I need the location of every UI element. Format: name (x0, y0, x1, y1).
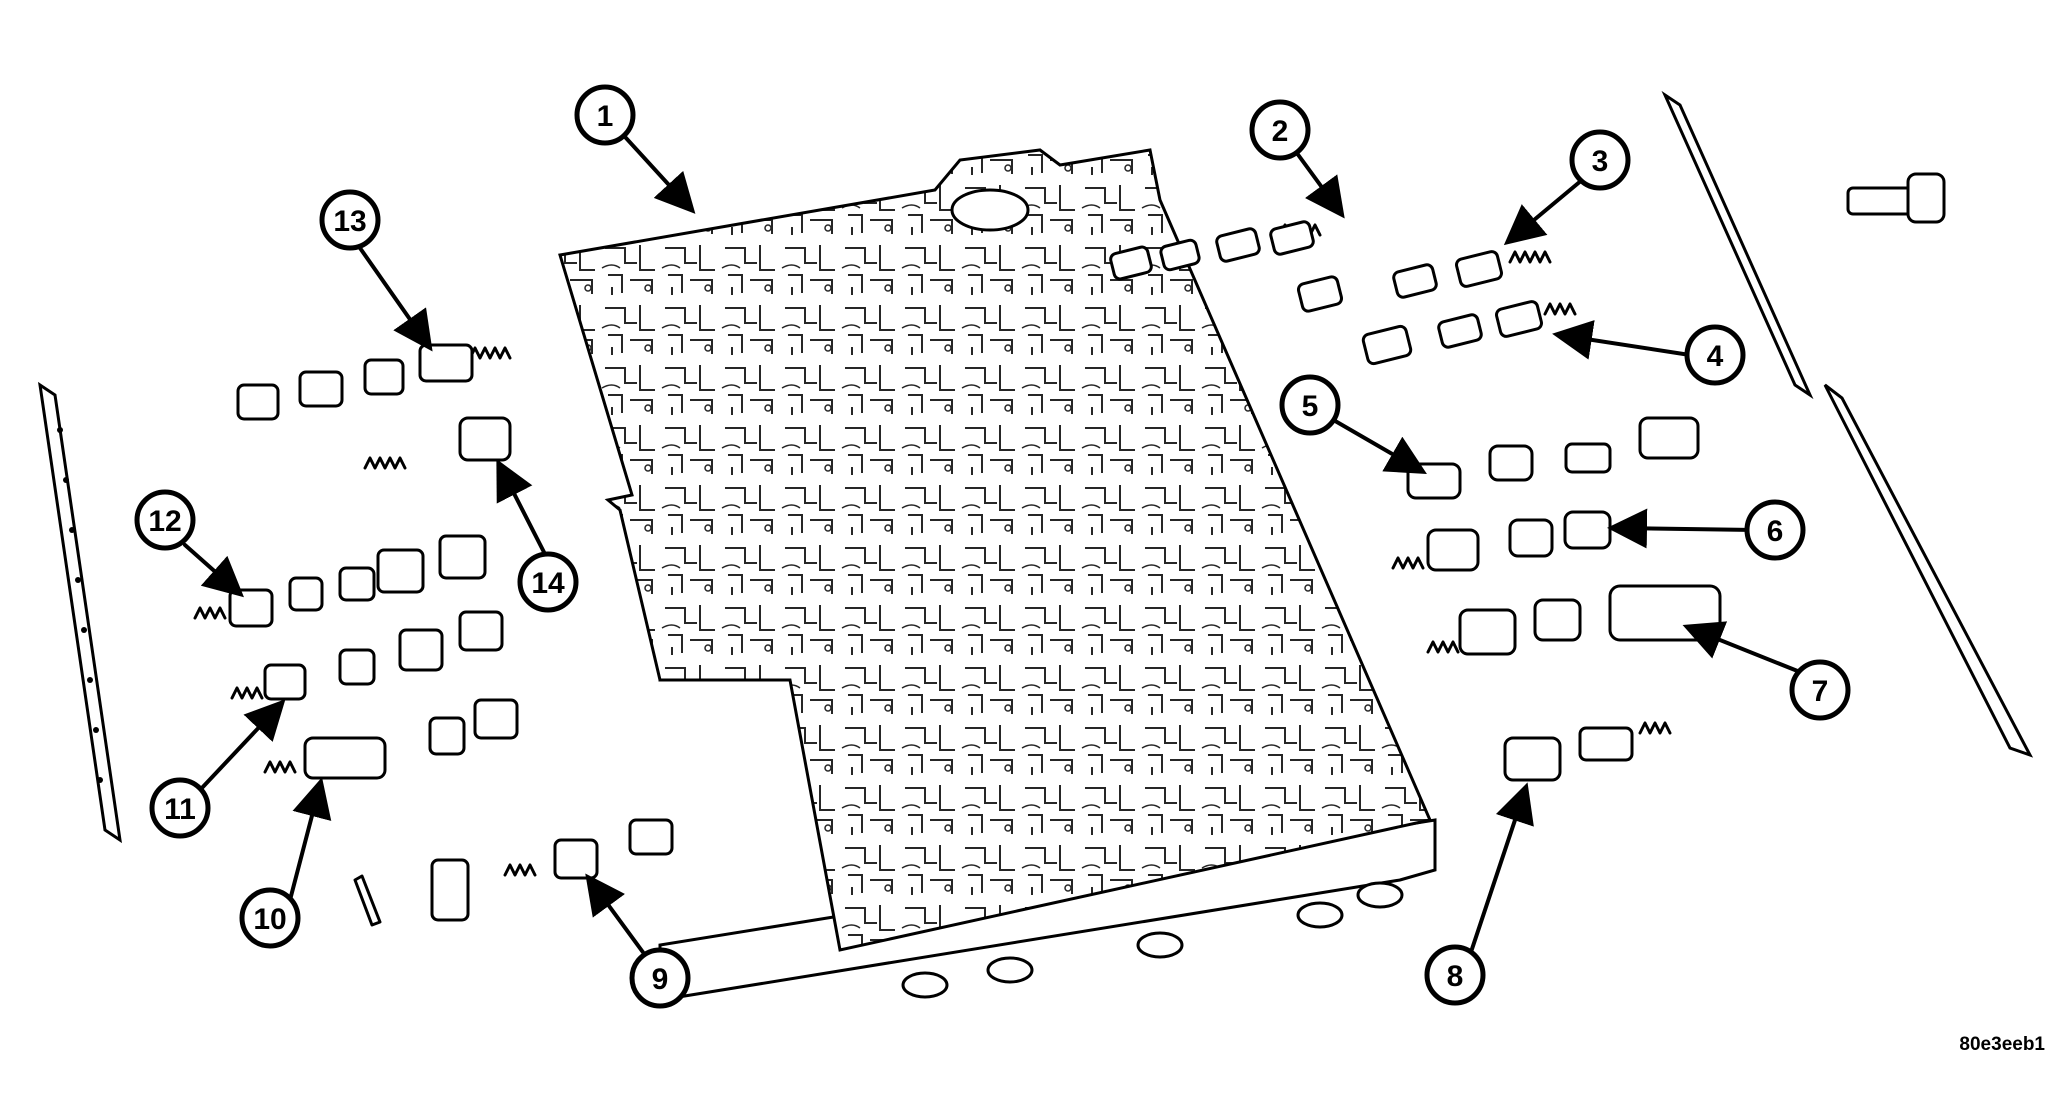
callout-circle (1744, 499, 1806, 561)
callout-6: 6 (1744, 499, 1806, 561)
callout-circle (239, 887, 301, 949)
leader-10 (288, 777, 332, 902)
callout-1: 1 (574, 84, 636, 146)
valve-spool-5 (1406, 416, 1700, 500)
callout-number: 8 (1447, 960, 1464, 993)
callout-circle (517, 551, 579, 613)
callout-number: 2 (1272, 115, 1289, 148)
leader-12 (183, 543, 244, 598)
leader-14 (496, 458, 550, 562)
callout-number: 14 (531, 567, 565, 600)
valve-spool-10 (263, 698, 519, 780)
leader-5 (1328, 416, 1427, 475)
leader-11 (198, 699, 286, 792)
callout-circle (319, 189, 381, 251)
valve-spool-9 (503, 818, 674, 880)
callout-2: 2 (1249, 99, 1311, 161)
callout-circle (1424, 944, 1486, 1006)
callout-circle (149, 777, 211, 839)
left-end-plate (38, 381, 122, 844)
callout-5: 5 (1279, 374, 1341, 436)
callout-number: 13 (333, 205, 366, 238)
callout-7: 7 (1789, 659, 1851, 721)
callout-9: 9 (629, 947, 691, 1009)
valve-spool-13 (236, 343, 512, 421)
valve-body (558, 148, 1437, 1002)
leader-9 (585, 873, 647, 957)
callout-number: 9 (652, 963, 669, 996)
callout-circle (1249, 99, 1311, 161)
leader-13 (358, 246, 433, 352)
callout-circle (574, 84, 636, 146)
leader-6 (1607, 508, 1757, 549)
callout-11: 11 (149, 777, 211, 839)
valve-spool-8 (1503, 721, 1672, 782)
callout-14: 14 (517, 551, 579, 613)
callout-circle (1279, 374, 1341, 436)
callout-number: 7 (1812, 675, 1829, 708)
retaining-pin (353, 874, 382, 927)
callout-number: 3 (1592, 145, 1609, 178)
callout-circle (134, 489, 196, 551)
callout-12: 12 (134, 489, 196, 551)
valve-spool-4 (1361, 300, 1577, 366)
callout-number: 5 (1302, 390, 1319, 423)
valve-spool-12 (193, 534, 487, 628)
callout-circle (629, 947, 691, 1009)
valve-spool-7 (1426, 584, 1722, 656)
callout-4: 4 (1684, 324, 1746, 386)
callout-number: 1 (597, 100, 614, 133)
figure-id: 80e3eeb1 (1959, 1034, 2045, 1055)
callout-3: 3 (1569, 129, 1631, 191)
right-end-plate-upper (1661, 90, 1814, 400)
callout-circle (1569, 129, 1631, 191)
valve-spool-14 (363, 416, 512, 470)
callout-number: 10 (253, 903, 286, 936)
right-end-plate-lower (1823, 383, 2034, 758)
callout-10: 10 (239, 887, 301, 949)
leader-8 (1468, 782, 1534, 957)
callout-number: 11 (164, 793, 196, 826)
leader-7 (1682, 621, 1802, 674)
callout-number: 6 (1767, 515, 1784, 548)
leader-4 (1552, 320, 1692, 360)
callout-13: 13 (319, 189, 381, 251)
valve-spool-3 (1296, 250, 1552, 313)
valve-spool-11 (230, 610, 504, 701)
callout-8: 8 (1424, 944, 1486, 1006)
valve-spool-6 (1391, 510, 1612, 572)
callout-circle (1684, 324, 1746, 386)
bolt (1846, 172, 1946, 224)
callout-circle (1789, 659, 1851, 721)
callout-number: 12 (148, 505, 181, 538)
valve-spool-2 (1109, 220, 1322, 281)
callout-number: 4 (1707, 340, 1724, 373)
plug (430, 858, 470, 922)
